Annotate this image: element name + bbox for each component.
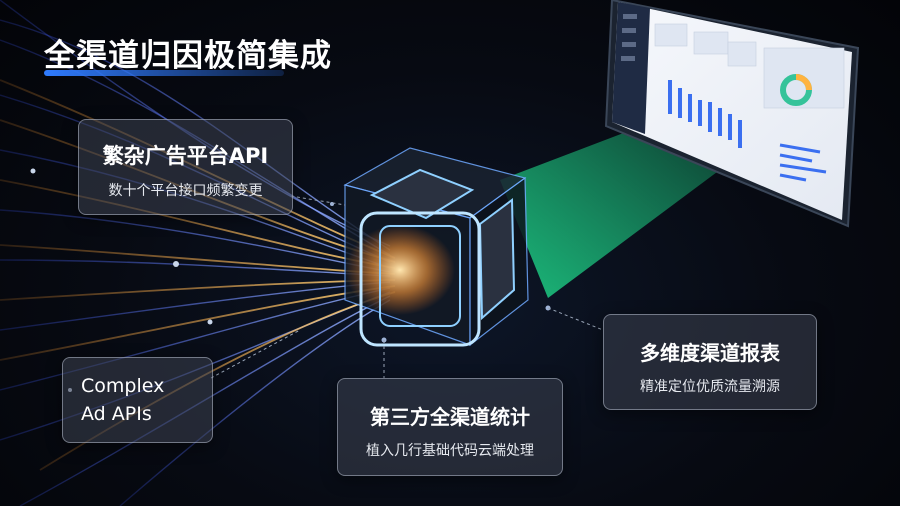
card-complex-api-cn: 繁杂广告平台API 数十个平台接口频繁变更 bbox=[78, 119, 293, 215]
card-title: Complex Ad APIs bbox=[81, 372, 212, 428]
card-complex-api-en: Complex Ad APIs bbox=[62, 357, 213, 443]
page-title: 全渠道归因极简集成 bbox=[44, 38, 332, 74]
card-third-party-stats: 第三方全渠道统计 植入几行基础代码云端处理 bbox=[337, 378, 563, 476]
data-flow-lines-cool bbox=[0, 0, 391, 506]
card-title: 多维度渠道报表 bbox=[640, 341, 780, 365]
card-title: 繁杂广告平台API bbox=[102, 144, 269, 168]
integration-cube bbox=[210, 147, 604, 379]
card-subtitle: 植入几行基础代码云端处理 bbox=[366, 443, 534, 459]
card-multi-dim-reports: 多维度渠道报表 精准定位优质流量溯源 bbox=[603, 314, 817, 410]
card-subtitle: 精准定位优质流量溯源 bbox=[640, 379, 780, 395]
card-title: 第三方全渠道统计 bbox=[370, 405, 530, 429]
card-title-line-1: Complex bbox=[81, 375, 165, 397]
title-underline bbox=[44, 70, 284, 76]
dashboard-monitor bbox=[604, 0, 860, 228]
card-subtitle: 数十个平台接口频繁变更 bbox=[108, 183, 263, 199]
card-title-line-2: Ad APIs bbox=[81, 403, 152, 425]
